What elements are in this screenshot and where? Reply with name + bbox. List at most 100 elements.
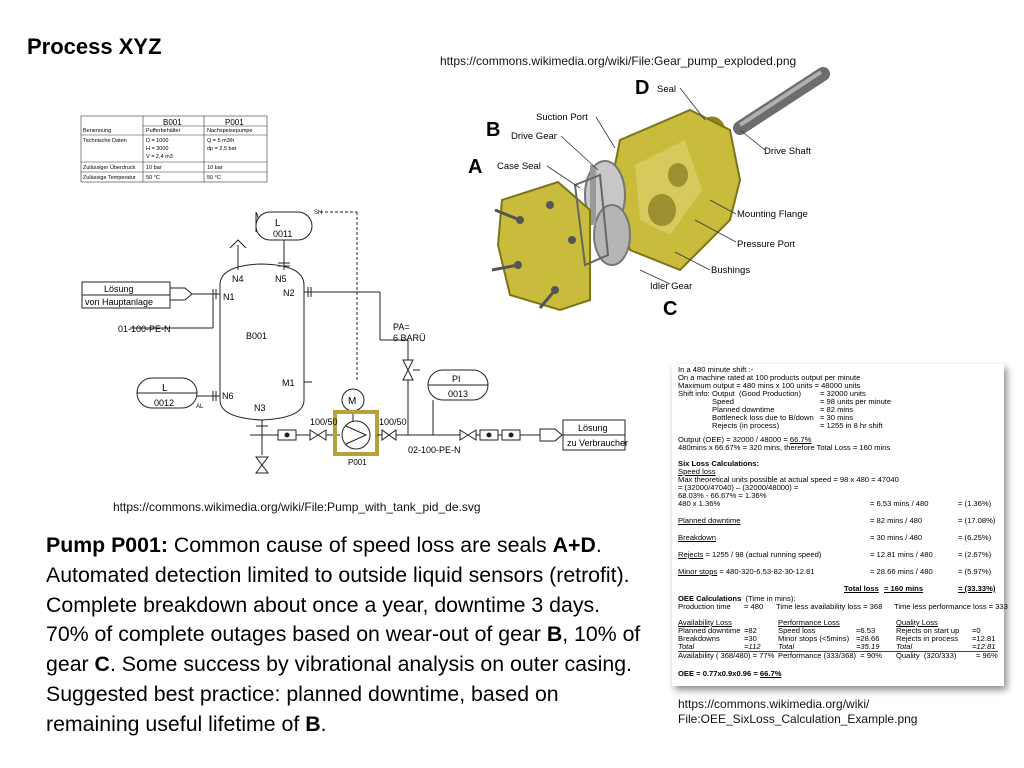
oee-line: Speed loss [778, 626, 816, 635]
gear-pump-exploded-diagram: Seal Suction Port Drive Gear Case Seal D… [491, 67, 830, 312]
table-cell: Pufferbehälter [146, 128, 181, 134]
gear-letter-b: B [486, 119, 501, 141]
oee-line: Breakdown [678, 533, 716, 542]
equipment-table [80, 115, 268, 183]
label-dn-right: 100/50 [379, 417, 407, 427]
oee-line: = 6.53 mins / 480 [870, 499, 929, 508]
gear-image-source[interactable]: https://commons.wikimedia.org/wiki/File:… [440, 54, 797, 68]
oee-line: Rejects (in process) [712, 421, 780, 430]
table-cell: Benennung [83, 128, 111, 134]
table-header-p001: P001 [225, 118, 244, 127]
label-line-out: 02-100-PE-N [408, 445, 461, 455]
pump-p001-highlight[interactable] [333, 410, 379, 456]
oee-line: Performance Loss [778, 618, 840, 627]
body-text-run: . [320, 711, 327, 736]
oee-line: = 160 mins [884, 584, 924, 593]
table-cell: Technische Daten [83, 138, 127, 144]
label-mounting-flange: Mounting Flange [737, 209, 808, 220]
oee-line: Bottleneck loss due to B/down [712, 413, 814, 422]
body-bold-ad: A+D [552, 533, 596, 557]
oee-line: Speed [712, 397, 734, 406]
label-n5: N5 [275, 274, 287, 284]
oee-line: Rejects on start up [896, 626, 960, 635]
label-n3: N3 [254, 403, 266, 413]
label-pa-value: 6 BARÜ [393, 333, 426, 343]
oee-line: =82 [744, 626, 757, 635]
label-case-seal: Case Seal [497, 161, 541, 172]
oee-line: = 32000 units [820, 389, 866, 398]
oee-line: Quality (320/333) [896, 651, 957, 660]
label-l-top: L [275, 218, 281, 229]
oee-heading: Six Loss Calculations: [678, 459, 760, 468]
label-p001: P001 [348, 458, 367, 467]
oee-total-loss: Total loss [844, 584, 879, 593]
oee-line: Minor stops (<5mins) [778, 634, 850, 643]
table-cell: 10 bar [146, 165, 162, 171]
label-0013: 0013 [448, 389, 468, 399]
oee-line: Shift info: [678, 389, 710, 398]
oee-line: Time less availability loss = 368 [776, 602, 883, 611]
label-sh: SH [314, 210, 322, 216]
oee-line: = 82 mins [820, 405, 854, 414]
label-b001: B001 [246, 331, 267, 341]
label-losung-in: Lösung [104, 284, 134, 294]
oee-line: = (1.36%) [958, 499, 992, 508]
pid-image-source[interactable]: https://commons.wikimedia.org/wiki/File:… [113, 500, 481, 514]
label-n1: N1 [223, 292, 235, 302]
gear-letter-a: A [468, 156, 483, 178]
pid-diagram: B001 P001 Benennung Pufferbehälter Nachs… [80, 115, 628, 474]
gear-letter-c: C [663, 298, 678, 320]
body-text-run: . Some success by vibrational analysis o… [46, 652, 632, 736]
oee-line: = (17.08%) [958, 516, 996, 525]
label-line-in: 01-100-PE-N [118, 324, 171, 334]
body-bold-b: B [546, 622, 563, 647]
label-drive-gear: Drive Gear [511, 131, 557, 142]
oee-line: Planned downtime [712, 405, 775, 414]
table-cell: H = 3000 [146, 146, 168, 152]
oee-line: Breakdowns [678, 634, 720, 643]
oee-line: = (32000/47040) – (32000/48000) = [678, 483, 799, 492]
table-cell: D = 1000 [146, 138, 168, 144]
label-m1: M1 [282, 378, 295, 388]
oee-output-line: Output (OEE) = 32000 / 48000 = 66.7% [678, 435, 812, 444]
oee-line: = 480 [744, 602, 764, 611]
label-n2: N2 [283, 288, 295, 298]
table-cell: Zulässiger Überdruck [83, 164, 136, 171]
front-cover [491, 180, 591, 312]
oee-calculation-image: In a 480 minute shift :- On a machine ra… [672, 364, 1008, 686]
oee-line: Quality Loss [896, 618, 938, 627]
body-bold-b: B [305, 711, 321, 736]
oee-line: = 28.66 mins / 480 [870, 567, 933, 576]
oee-line: Speed loss [678, 467, 716, 476]
label-n4: N4 [232, 274, 244, 284]
body-text-run: . Automated detection limited to outside… [46, 533, 630, 647]
oee-line: Max theoretical units possible at actual… [678, 475, 899, 484]
oee-line: = 30 mins [820, 413, 854, 422]
pump-p001 [341, 420, 371, 450]
oee-line: =112 [744, 642, 761, 651]
oee-line: = 30 mins / 480 [870, 533, 923, 542]
body-text-run: , 10% of gear [46, 622, 641, 677]
oee-line: Rejects in process [896, 634, 959, 643]
oee-line: = (6.25%) [958, 533, 992, 542]
oee-line: 480mins x 66.67% = 320 mins, therefore T… [678, 443, 891, 452]
table-cell: 10 bar [207, 165, 223, 171]
oee-line: = 12.81 mins / 480 [870, 550, 933, 559]
oee-line: Minor stops = 480-320-6.53-82-30-12.81 [678, 567, 815, 576]
table-cell: 50 °C [207, 175, 221, 181]
oee-source-line2: File:OEE_SixLoss_Calculation_Example.png [678, 712, 918, 726]
table-cell: Q = 5 m3/h [207, 138, 234, 144]
label-pa: PA= [393, 322, 410, 332]
label-dn-left: 100/50 [310, 417, 338, 427]
oee-line: Performance (333/368) = 90% [778, 651, 883, 660]
oee-line: = 82 mins / 480 [870, 516, 923, 525]
oee-line: = 98 units per minute [820, 397, 892, 406]
oee-line: =30 [744, 634, 757, 643]
oee-image-source[interactable]: https://commons.wikimedia.org/wiki/ File… [678, 697, 917, 727]
label-suction-port: Suction Port [536, 112, 588, 123]
table-cell: dp = 2,5 bar [207, 146, 237, 152]
label-l-left: L [162, 383, 168, 394]
body-lead: Pump P001: [46, 533, 168, 557]
oee-line: =28.66 [856, 634, 880, 643]
oee-final: OEE = 0.77x0.9x0.96 = 66.7% [678, 669, 782, 678]
